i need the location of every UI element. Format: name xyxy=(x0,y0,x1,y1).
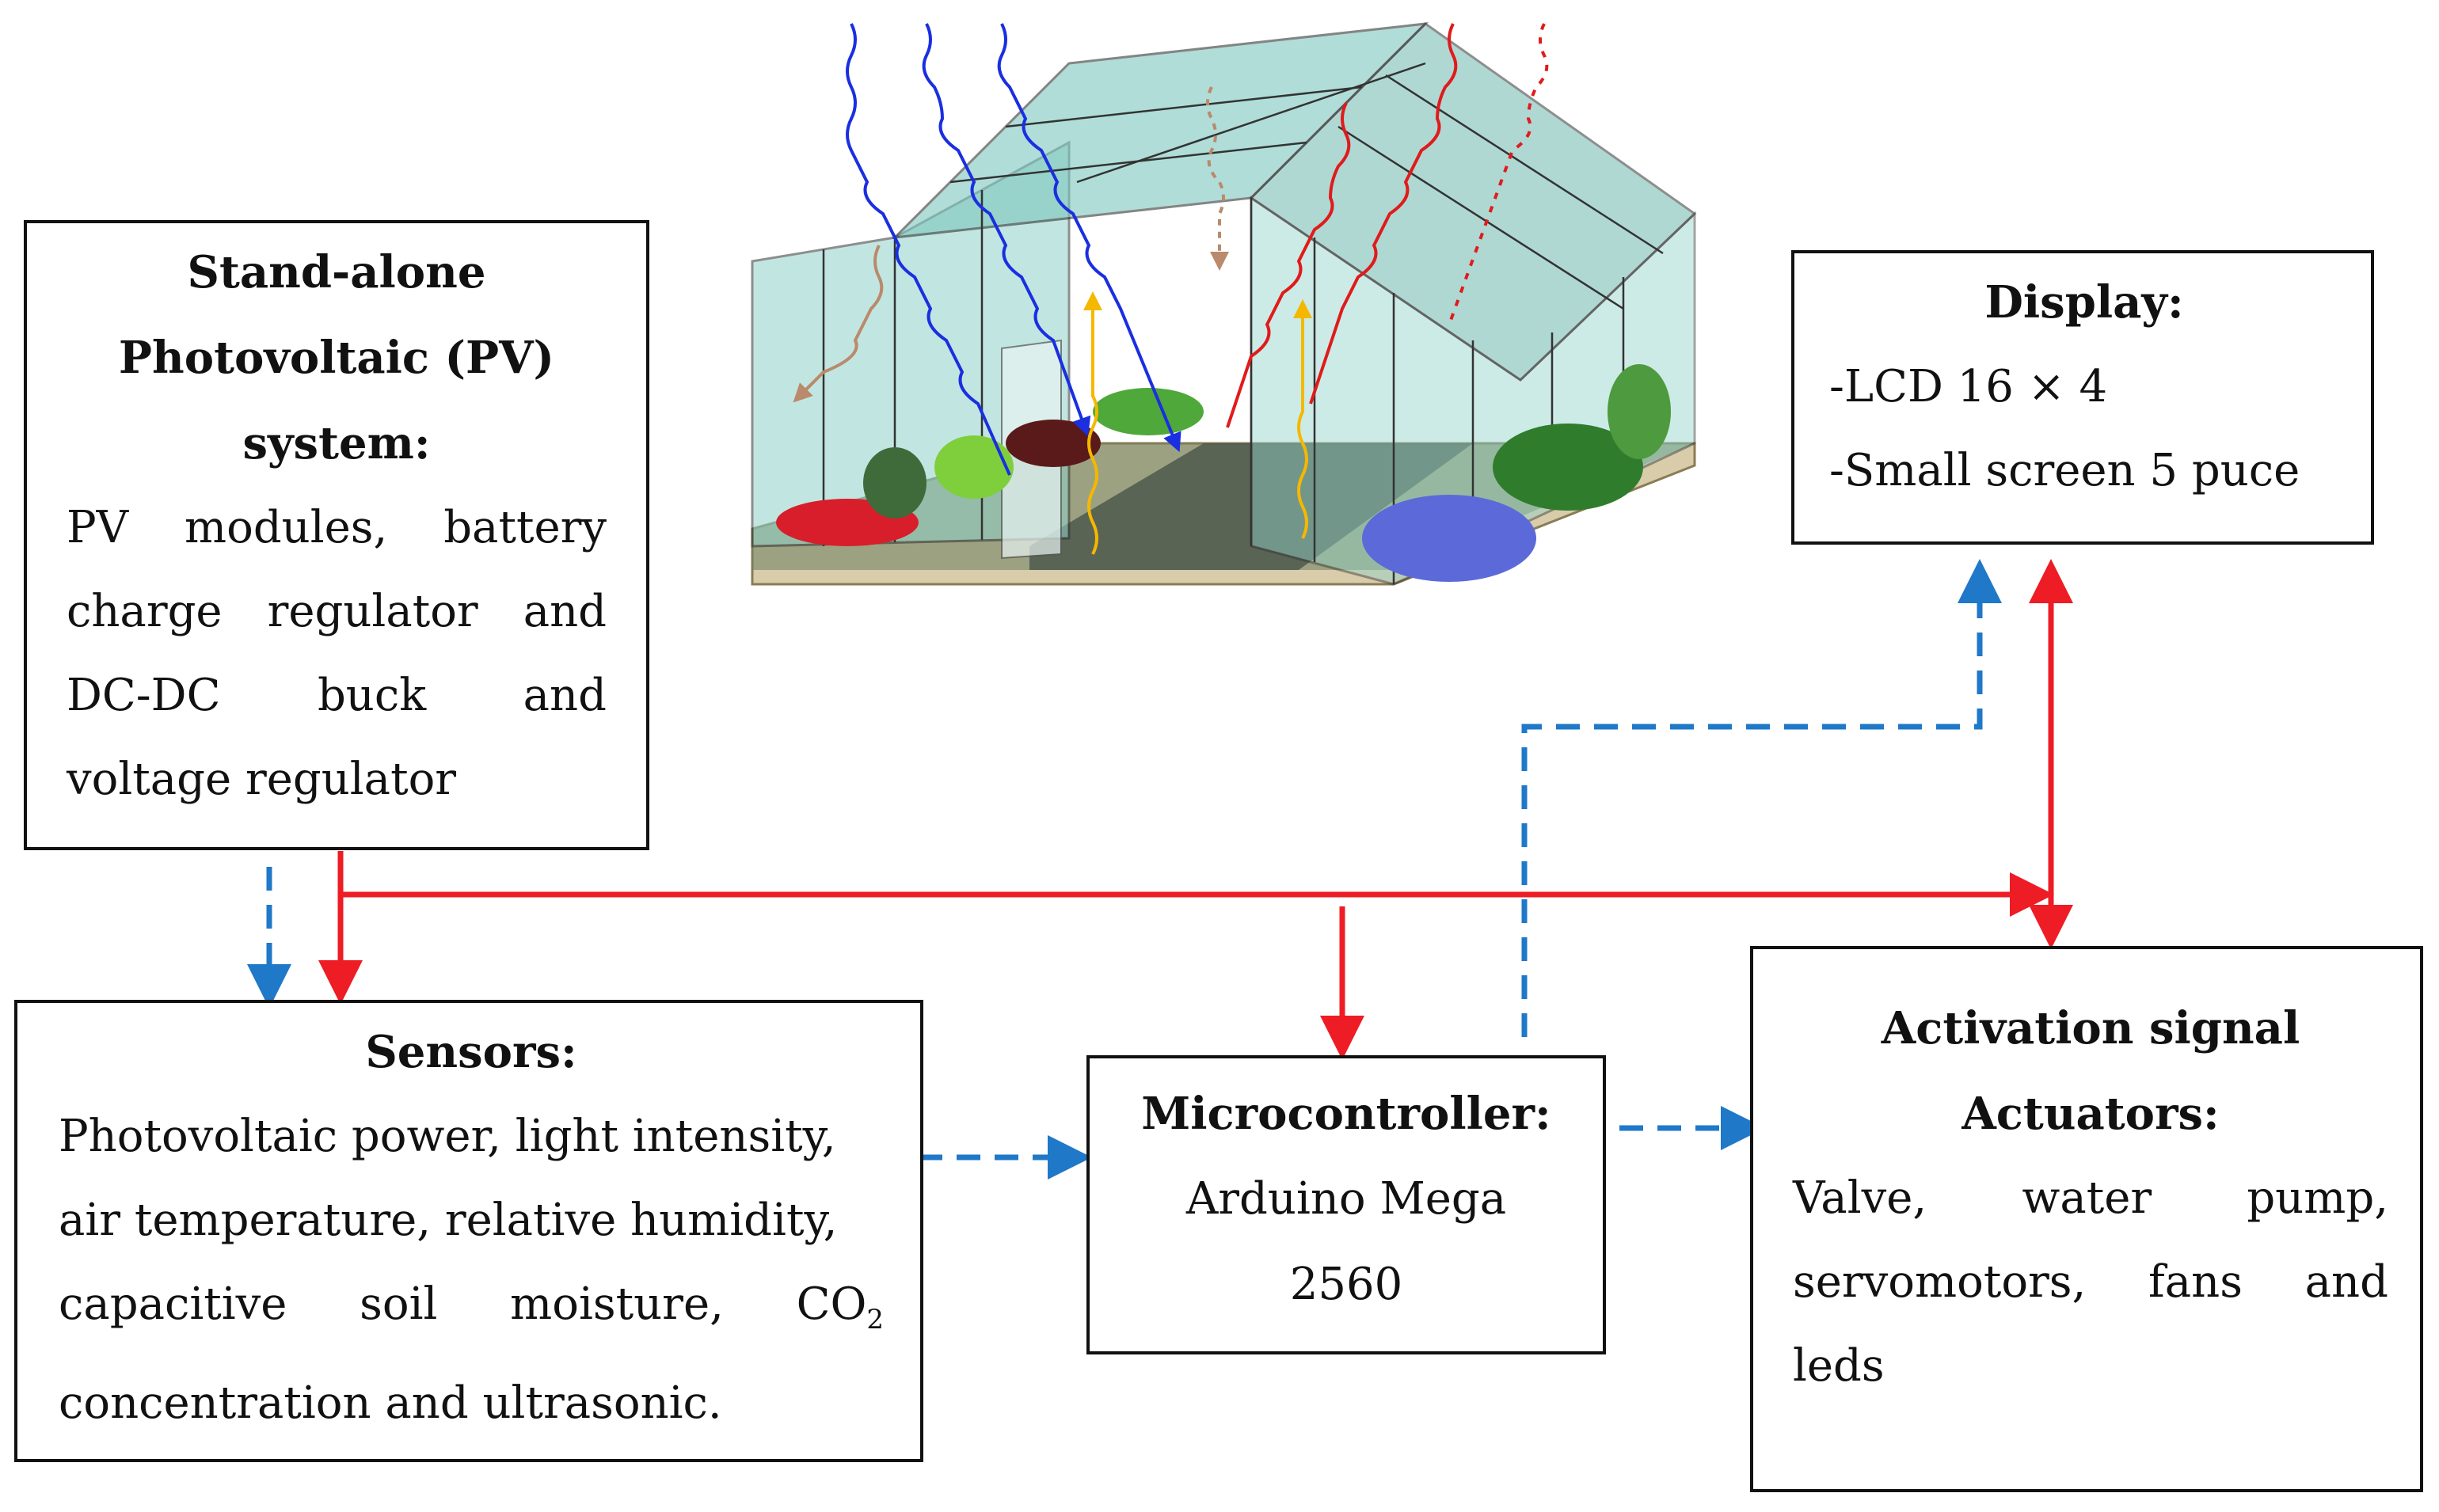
reflected-ray-brown-1 xyxy=(793,245,884,403)
display-box: Display: -LCD 16 × 4 -Small screen 5 puc… xyxy=(1791,250,2374,545)
sensors-title: Sensors: xyxy=(365,1026,577,1078)
heat-ray-yellow-1 xyxy=(1083,291,1102,555)
greenhouse-roof-right xyxy=(1249,22,1697,382)
pv-system-box: Stand-alone Photovoltaic (PV) system: PV… xyxy=(24,220,649,850)
microcontroller-model: Arduino Mega xyxy=(1185,1173,1507,1225)
display-item-screen: -Small screen 5 puce xyxy=(1829,445,2300,496)
display-title: Display: xyxy=(1984,276,2184,329)
reflected-ray-brown-2 xyxy=(1206,86,1229,271)
sensors-box: Sensors: Photovoltaic power, light inten… xyxy=(14,1000,923,1462)
solar-ray-blue-2 xyxy=(922,23,1091,437)
pv-system-title: Stand-alone Photovoltaic (PV) system: xyxy=(118,246,555,469)
microcontroller-title: Microcontroller: xyxy=(1141,1088,1551,1140)
solar-ray-blue-1 xyxy=(846,23,1011,476)
signal-line-micro-to-display xyxy=(1521,559,2002,1037)
sensors-description: Photovoltaic power, light intensity, air… xyxy=(59,1111,884,1430)
microcontroller-number: 2560 xyxy=(1289,1259,1403,1310)
heat-ray-yellow-2 xyxy=(1293,299,1312,539)
co2-subscript: 2 xyxy=(866,1304,884,1336)
actuators-title: Activation signal Actuators: xyxy=(1881,1002,2300,1140)
solar-ray-red-1 xyxy=(1309,23,1458,405)
actuators-box: Activation signal Actuators: Valve, wate… xyxy=(1750,946,2423,1492)
microcontroller-box: Microcontroller: Arduino Mega 2560 xyxy=(1086,1055,1606,1354)
solar-ray-blue-3 xyxy=(997,23,1181,453)
display-item-lcd: -LCD 16 × 4 xyxy=(1829,361,2108,412)
plant-bed-blue xyxy=(1362,495,1536,582)
actuators-description: Valve, water pump, servomotors, fans and… xyxy=(1793,1172,2388,1392)
pv-system-description: PV modules, battery charge regulator and… xyxy=(67,502,607,805)
solar-ray-red-3 xyxy=(1226,102,1351,428)
